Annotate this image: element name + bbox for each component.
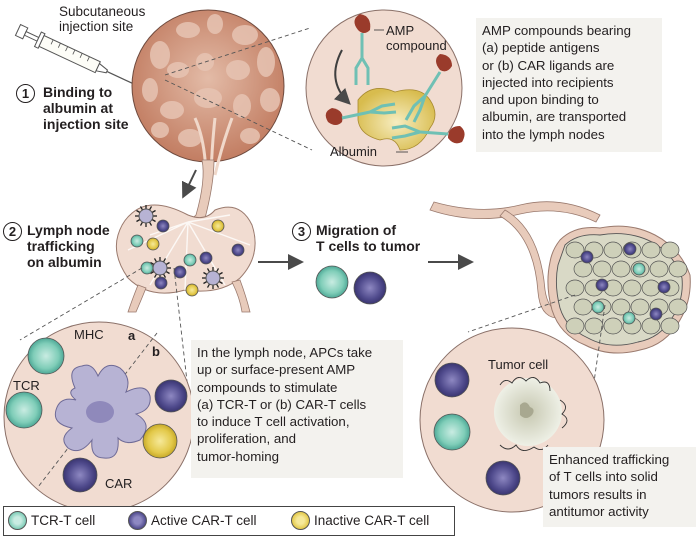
tumor-cell-icon [622, 279, 642, 297]
down-arrow-icon [181, 169, 197, 199]
tumor-cell-icon [641, 279, 661, 297]
tumor-cell-icon [565, 279, 585, 297]
active-car-t-cell-icon [156, 219, 170, 233]
active-car-t-cell-icon [595, 278, 609, 292]
tcr-t-cell-icon [622, 311, 636, 325]
zoom-lines-3 [467, 294, 606, 411]
active-car-t-cell-icon [657, 280, 671, 294]
mhc-label: MHC [74, 327, 104, 342]
tcr-t-cell-icon [433, 413, 471, 451]
inactive-car-t-cell-icon [211, 219, 225, 233]
tumor-infiltrating-t-cells [580, 242, 671, 325]
tumor-cell-icon [565, 241, 585, 259]
tumor-cell-icon [649, 260, 669, 278]
panel-b-label: b [152, 344, 160, 359]
binding-arrow-icon [333, 49, 351, 105]
apc-cell-icon [149, 257, 171, 279]
active-car-t-cell-icon [353, 271, 387, 305]
tumor-cell-label: Tumor cell [488, 357, 549, 372]
tumor-cell-icon [630, 298, 650, 316]
tcr-t-cell-icon [8, 511, 27, 530]
panel-a-label: a [128, 328, 136, 343]
step-number-3: 3 [292, 222, 311, 241]
tcr-t-cell-icon [315, 265, 349, 299]
car-label: CAR [105, 476, 133, 491]
active-car-t-cell-icon [154, 276, 168, 290]
panel-divider [37, 332, 158, 488]
inactive-car-t-cell-icon [291, 511, 310, 530]
active-car-t-cell-icon [173, 265, 187, 279]
inactive-car-t-cell-icon [146, 237, 160, 251]
injection-site-tissue [131, 9, 285, 176]
tumor-cell-icon [660, 317, 680, 335]
step-number-2: 2 [3, 222, 22, 241]
tcr-t-cell-icon [632, 262, 646, 276]
tumor-cell-icon [668, 260, 688, 278]
apc-cell-icon [135, 205, 157, 227]
amp-compound-label: AMP compound [386, 23, 447, 53]
tcr-t-cell-icon [5, 391, 43, 429]
syringe-icon [14, 23, 155, 94]
tumor-cell-icon [641, 317, 661, 335]
inactive-car-t-cell-icon [142, 423, 178, 459]
injection-note: AMP compounds bearing (a) peptide antige… [476, 18, 662, 152]
tumor-cell-icon [603, 241, 623, 259]
migrating-t-cells [315, 265, 387, 305]
inactive-car-t-cell-icon [185, 283, 199, 297]
tumor-cell-icon [603, 317, 623, 335]
albumin-label: Albumin [330, 144, 377, 159]
tumor-inset-t-cells [433, 362, 521, 496]
amp-compound [354, 14, 371, 85]
tumor-cell-icon [641, 241, 661, 259]
zoom-lines-1 [164, 27, 313, 151]
bound-amp-compounds [325, 54, 465, 144]
active-car-t-cell-icon [128, 511, 147, 530]
tumor-cell-icon [660, 241, 680, 259]
tumor-note: Enhanced trafficking of T cells into sol… [543, 447, 696, 527]
tumor-cell-icon [611, 260, 631, 278]
active-car-t-cell-icon [434, 362, 470, 398]
tumor-cell-icon [565, 317, 585, 335]
active-car-t-cell-icon [580, 250, 594, 264]
lymph-node-cells [130, 205, 245, 297]
tcr-t-cell-icon [140, 261, 154, 275]
amp-albumin-inset [305, 9, 465, 167]
tumor-cell-icon [573, 260, 593, 278]
active-car-t-cell-icon [62, 457, 98, 493]
tumor-cell-icon [611, 298, 631, 316]
tumor-cell-icon [668, 298, 688, 316]
tcr-t-cell-icon [27, 337, 65, 375]
legend: TCR-T cell Active CAR-T cell Inactive CA… [3, 506, 455, 536]
tcr-t-cell-icon [591, 300, 605, 314]
lymph-vessel [186, 159, 215, 223]
active-car-t-cell-icon [485, 460, 521, 496]
step-number-1: 1 [16, 84, 35, 103]
active-car-t-cell-icon [199, 251, 213, 265]
tcr-t-cell-icon [183, 253, 197, 267]
injection-site-label: Subcutaneous injection site [59, 4, 146, 34]
tumor-cell-icon [584, 317, 604, 335]
apc-cell-icon [202, 267, 224, 289]
tumor-cell-icon [592, 260, 612, 278]
active-car-t-cell-icon [154, 379, 188, 413]
active-car-t-cell-icon [649, 307, 663, 321]
lymph-node-note: In the lymph node, APCs take up or surfa… [191, 340, 403, 478]
tcr-label: TCR [13, 378, 40, 393]
active-car-t-cell-icon [231, 243, 245, 257]
tcr-t-cell-icon [130, 234, 144, 248]
zoom-lines-2 [19, 267, 189, 391]
active-car-t-cell-icon [623, 242, 637, 256]
tumor-cell-icon [573, 298, 593, 316]
apc-inset-t-cells [5, 337, 188, 493]
